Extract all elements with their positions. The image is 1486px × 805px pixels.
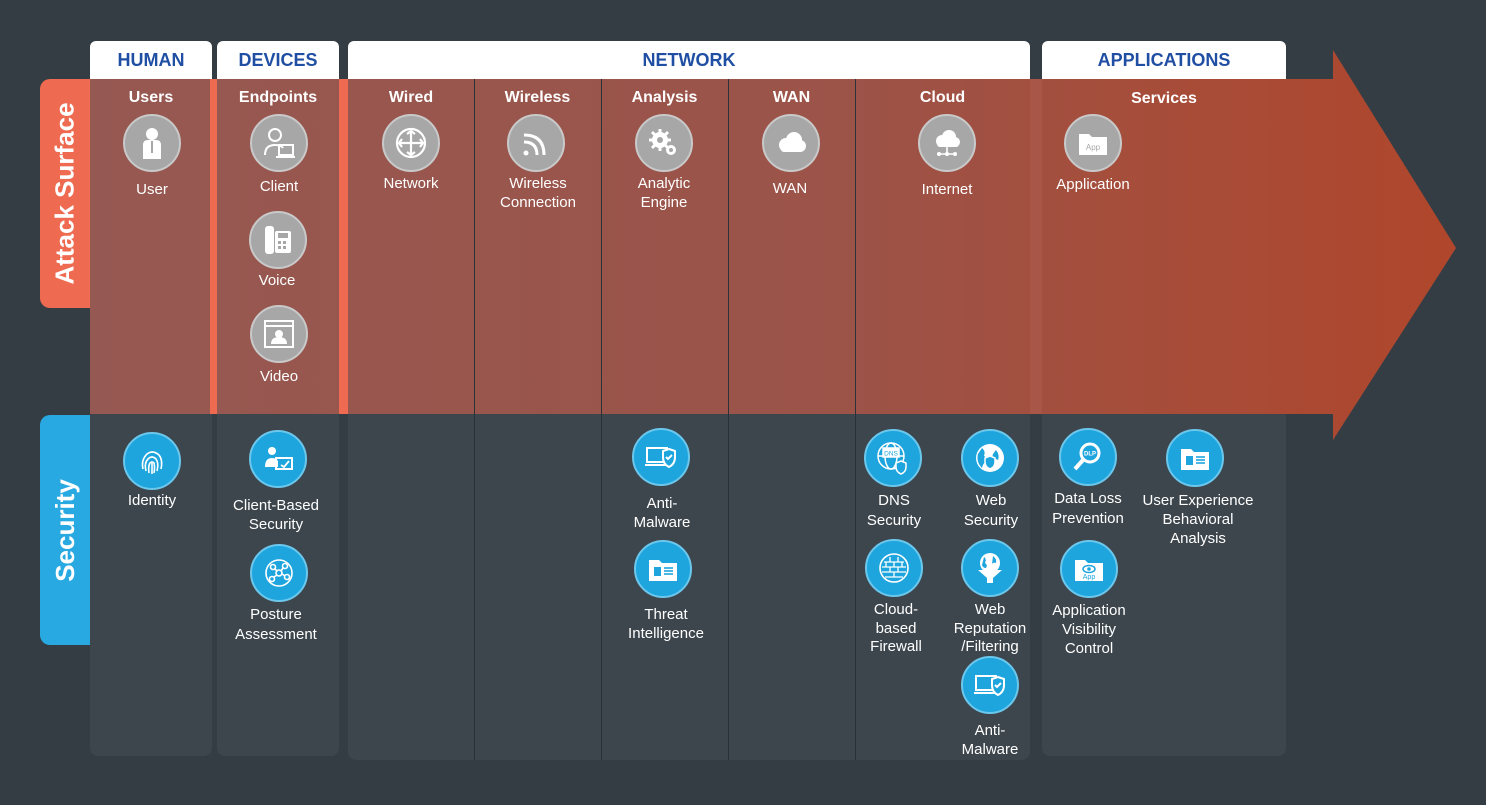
application-label: Application <box>1056 176 1130 193</box>
group-header-human: HUMAN <box>90 41 212 79</box>
client-security-label-1: Client-Based <box>233 497 319 514</box>
threat-intel-icon <box>634 540 692 598</box>
avc-badge-text: App <box>1083 574 1096 581</box>
network-label: Network <box>383 175 439 192</box>
identity-label: Identity <box>127 492 177 509</box>
dlp-label-2: Prevention <box>1052 510 1124 527</box>
fingerprint-icon <box>123 432 181 490</box>
threat-label-1: Threat <box>644 606 688 623</box>
cloud-anti-malware-label-1: Anti- <box>974 722 1006 739</box>
column-users: Users <box>128 89 174 106</box>
firewall-icon <box>865 539 923 597</box>
analytic-label-2: Engine <box>640 194 688 211</box>
client-security-label-2: Security <box>248 516 304 533</box>
web-filter-icon <box>961 539 1019 597</box>
web-security-icon <box>961 429 1019 487</box>
attack-surface-text: Attack Surface <box>49 102 80 285</box>
client-icon <box>250 114 308 172</box>
internet-label: Internet <box>921 181 973 198</box>
column-wan: WAN <box>772 89 811 106</box>
user-icon <box>123 114 181 172</box>
web-security-label-1: Web <box>975 492 1007 509</box>
divider-wan-cloud <box>855 79 856 760</box>
voice-label: Voice <box>258 272 296 289</box>
threat-label-2: Intelligence <box>628 625 704 642</box>
column-services: Services <box>1131 90 1197 107</box>
firewall-label-3: Firewall <box>870 638 922 655</box>
dns-label-2: Security <box>866 512 922 529</box>
web-security-label-2: Security <box>963 512 1019 529</box>
web-rep-label-1: Web <box>974 601 1006 618</box>
divider-wireless-analysis <box>601 79 602 760</box>
security-text: Security <box>49 478 80 582</box>
group-header-devices: DEVICES <box>217 41 339 79</box>
uxba-label-1: User Experience <box>1142 492 1254 509</box>
anti-malware-label-2: Malware <box>633 514 691 531</box>
posture-label-1: Posture <box>250 606 302 623</box>
analytic-label-1: Analytic <box>637 175 691 192</box>
web-rep-label-2: Reputation <box>953 620 1027 637</box>
security-label: Security <box>40 415 90 645</box>
column-wireless: Wireless <box>504 89 571 106</box>
cloud-icon <box>762 114 820 172</box>
avc-label-1: Application <box>1052 602 1126 619</box>
dlp-label-1: Data Loss <box>1054 490 1122 507</box>
client-label: Client <box>259 178 299 195</box>
group-header-network: NETWORK <box>348 41 1030 79</box>
firewall-label-1: Cloud- <box>873 601 919 618</box>
video-label: Video <box>259 368 299 385</box>
dns-label-1: DNS <box>878 492 910 509</box>
wan-label: WAN <box>772 180 808 197</box>
posture-label-2: Assessment <box>235 626 317 643</box>
cloud-anti-malware-label-2: Malware <box>961 741 1019 758</box>
attack-surface-label: Attack Surface <box>40 79 90 308</box>
avc-label-3: Control <box>1064 640 1114 657</box>
phone-icon <box>249 211 307 269</box>
wireless-label-1: Wireless <box>509 175 567 192</box>
dns-badge-text: DNS <box>884 451 898 458</box>
cloud-anti-malware-icon <box>961 656 1019 714</box>
anti-malware-icon <box>632 428 690 486</box>
column-wired: Wired <box>388 89 434 106</box>
user-label: User <box>136 181 168 198</box>
divider-wired-wireless <box>474 79 475 760</box>
uxba-label-2: Behavioral <box>1162 511 1234 528</box>
dns-globe-icon: DNS <box>864 429 922 487</box>
column-endpoints: Endpoints <box>238 89 318 106</box>
app-folder-icon: App <box>1064 114 1122 172</box>
wifi-icon <box>507 114 565 172</box>
cloud-network-icon <box>918 114 976 172</box>
router-icon <box>382 114 440 172</box>
client-security-icon <box>249 430 307 488</box>
divider-analysis-wan <box>728 79 729 760</box>
ux-analysis-icon <box>1166 429 1224 487</box>
avc-label-2: Visibility <box>1062 621 1116 638</box>
group-header-applications: APPLICATIONS <box>1042 41 1286 79</box>
dlp-magnifier-icon: DLP <box>1059 428 1117 486</box>
wireless-label-2: Connection <box>500 194 576 211</box>
firewall-label-2: based <box>875 620 917 637</box>
dlp-badge-text: DLP <box>1084 452 1096 458</box>
column-cloud: Cloud <box>919 89 966 106</box>
video-icon <box>250 305 308 363</box>
posture-icon <box>250 544 308 602</box>
web-rep-label-3: /Filtering <box>961 638 1019 655</box>
app-visibility-icon: App <box>1060 540 1118 598</box>
uxba-label-3: Analysis <box>1170 530 1226 547</box>
anti-malware-label-1: Anti- <box>646 495 678 512</box>
app-badge-text: App <box>1086 143 1101 152</box>
gear-icon <box>635 114 693 172</box>
column-analysis: Analysis <box>631 89 698 106</box>
